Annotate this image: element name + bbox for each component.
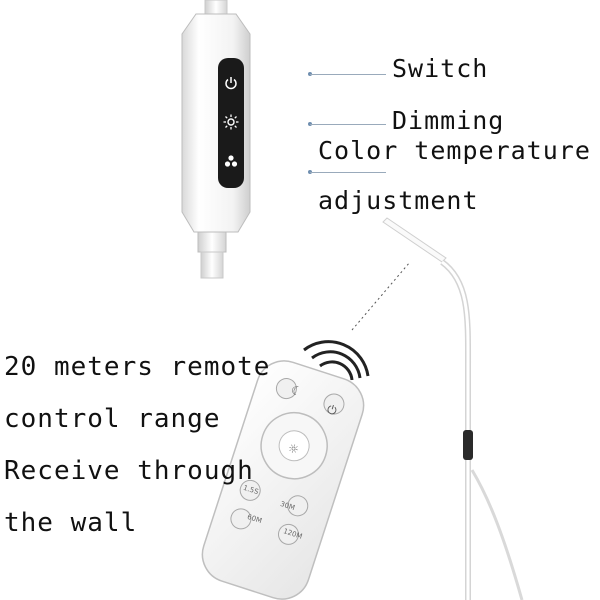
control-panel [218, 58, 244, 188]
label-switch: Switch [392, 54, 489, 83]
label-color-temperature: Color temperature [318, 136, 591, 165]
label-dimming: Dimming [392, 106, 505, 135]
leader-line-color [310, 172, 386, 173]
label-adjustment: adjustment [318, 186, 479, 215]
remote-text-line4: the wall [4, 508, 138, 538]
remote-text-line1: 20 meters remote [4, 352, 271, 382]
leader-line-switch [310, 74, 386, 75]
power-icon[interactable] [224, 76, 238, 90]
sun-icon[interactable] [223, 114, 239, 130]
leader-line-dimming [310, 124, 386, 125]
color-dots-icon[interactable] [224, 154, 238, 168]
remote-text-line2: control range [4, 404, 221, 434]
remote-text-line3: Receive through [4, 456, 254, 486]
wireless-signal-icon [303, 340, 370, 381]
